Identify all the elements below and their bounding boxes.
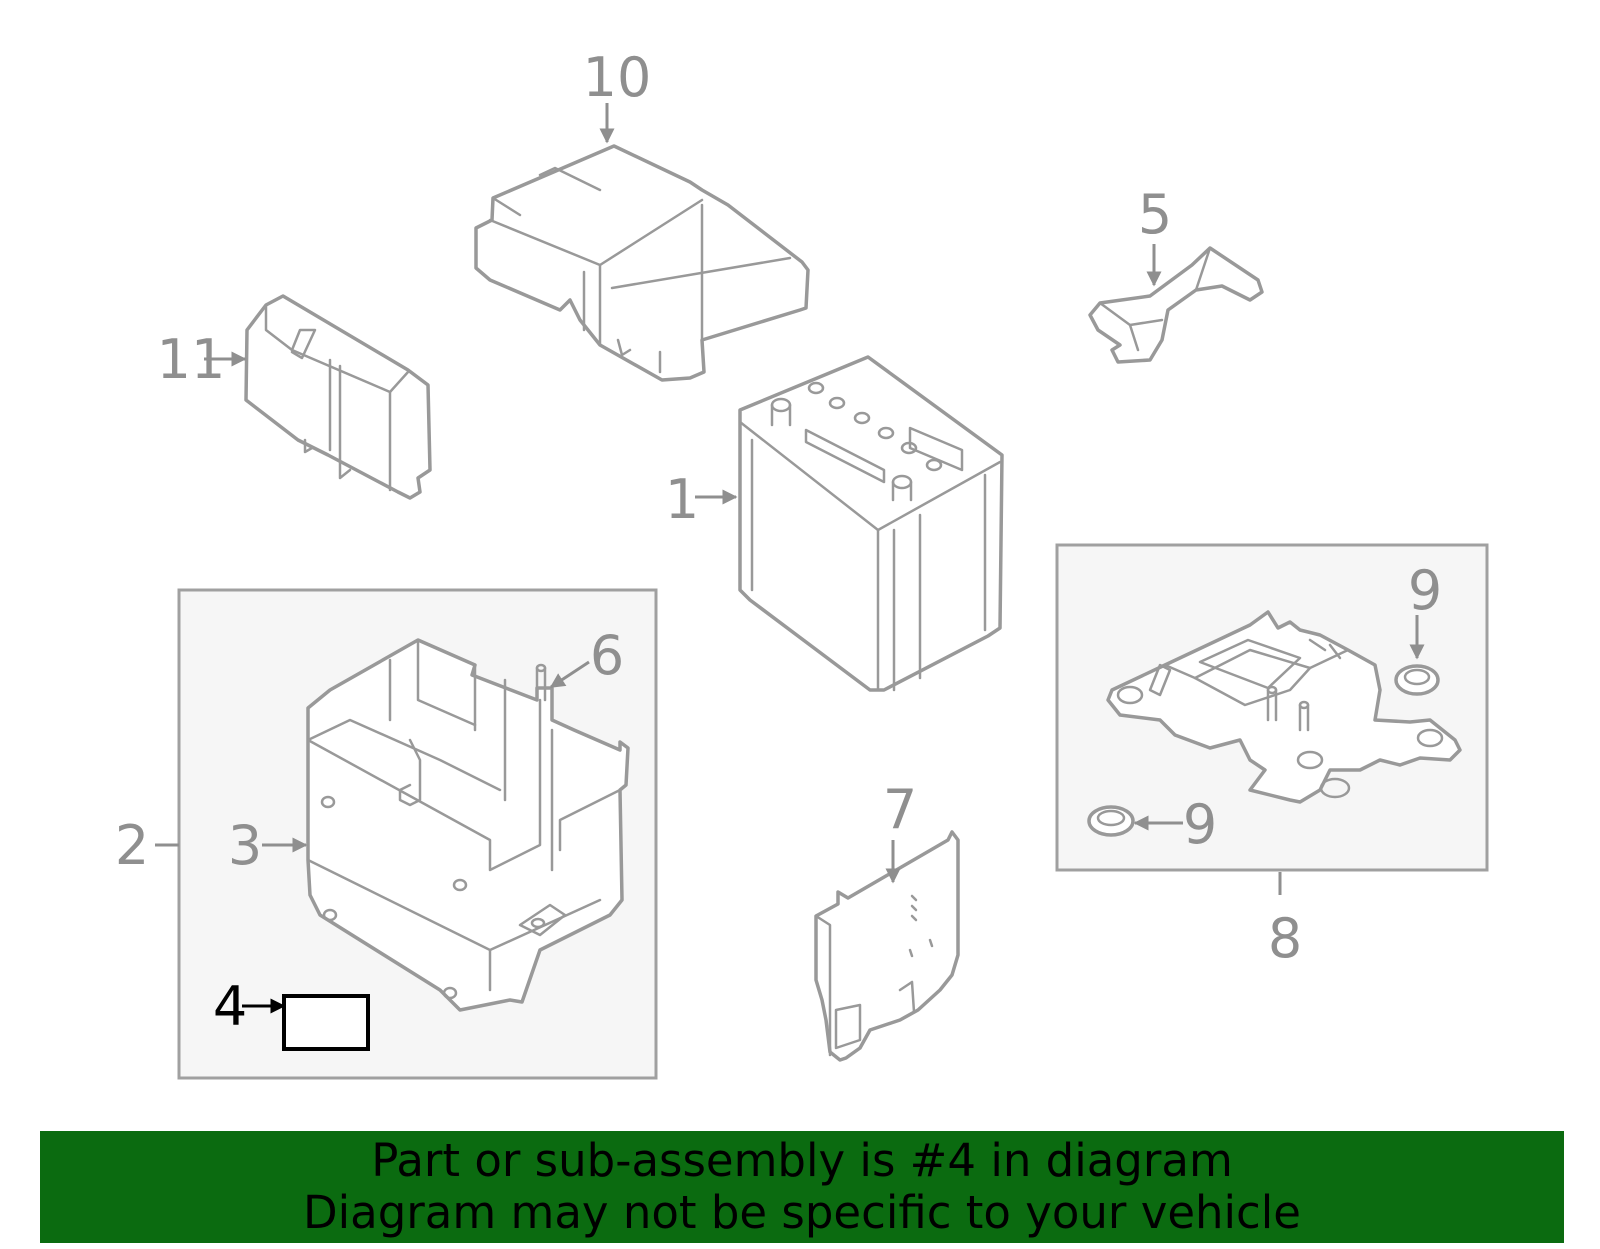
leader-lines xyxy=(155,103,1425,1014)
part-10-battery-cover[interactable] xyxy=(474,144,810,382)
callout-10: 10 xyxy=(583,46,652,109)
part-6-stud[interactable] xyxy=(535,663,547,702)
info-banner: Part or sub-assembly is #4 in diagram Di… xyxy=(40,1131,1564,1243)
callout-11: 11 xyxy=(157,328,226,391)
part-9-grommet-lower[interactable] xyxy=(1087,805,1135,837)
callout-7: 7 xyxy=(883,778,917,841)
banner-line-2: Diagram may not be specific to your vehi… xyxy=(303,1186,1301,1239)
callout-3: 3 xyxy=(228,814,262,877)
part-9-grommet-upper[interactable] xyxy=(1394,664,1440,696)
callout-9-lower: 9 xyxy=(1183,793,1217,856)
callout-9-upper: 9 xyxy=(1408,559,1442,622)
part-7-shield[interactable] xyxy=(814,830,960,1062)
callout-4: 4 xyxy=(213,975,247,1038)
part-5-hold-down-clamp[interactable] xyxy=(1088,246,1264,364)
part-8-battery-bracket[interactable] xyxy=(1106,610,1462,804)
callout-1: 1 xyxy=(665,468,699,531)
banner-line-1: Part or sub-assembly is #4 in diagram xyxy=(371,1134,1233,1187)
part-3-battery-tray[interactable] xyxy=(306,638,630,1012)
callout-6: 6 xyxy=(590,624,624,687)
callout-5: 5 xyxy=(1138,183,1172,246)
callout-2: 2 xyxy=(115,814,149,877)
part-1-battery[interactable] xyxy=(738,355,1004,692)
callout-8: 8 xyxy=(1268,907,1302,970)
part-11-terminal-cover[interactable] xyxy=(244,294,432,500)
part-4-label[interactable] xyxy=(282,994,370,1051)
